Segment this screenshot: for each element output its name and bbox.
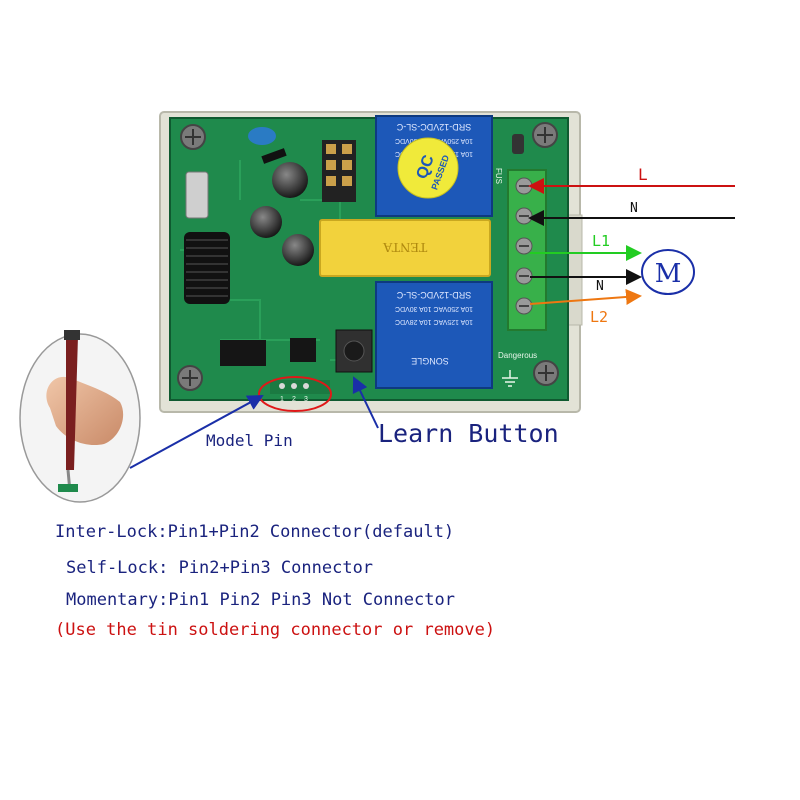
- relay-bottom-line-4: SONGLE: [411, 356, 449, 366]
- pin-number-2: 2: [292, 396, 296, 403]
- ground-icon: [502, 370, 518, 387]
- ic-chip: [220, 338, 316, 366]
- relay-bottom-line-2: 10A 250VAC 10A 30VDC: [395, 305, 473, 312]
- fuse-label: FUS: [494, 168, 503, 184]
- terminal-screw-icon: [515, 207, 533, 225]
- fuse: FUS: [494, 134, 524, 184]
- film-capacitor: TENTA: [319, 219, 491, 277]
- relay-bottom-line-1: SRD-12VDC-SL-C: [396, 290, 471, 300]
- antenna-coil: [184, 232, 230, 304]
- soldering-iron: [66, 336, 78, 470]
- terminal-screw-icon: [515, 267, 533, 285]
- wire-label-l: L: [638, 165, 648, 184]
- crystal-oscillator: [185, 171, 209, 219]
- note-interlock: Inter-Lock:Pin1+Pin2 Connector(default): [55, 522, 455, 542]
- terminal-screw-icon: [515, 177, 533, 195]
- terminal-screw-icon: [515, 237, 533, 255]
- ceramic-capacitor: [248, 127, 276, 145]
- soldering-inset-photo: [19, 330, 141, 503]
- learn-button-component: [335, 329, 373, 373]
- hand: [46, 376, 124, 446]
- screw-icon: [180, 124, 206, 150]
- model-pin-arrow: [129, 395, 264, 469]
- pin-number-1: 1: [280, 396, 284, 403]
- learn-button-arrow: [352, 376, 379, 429]
- pin-number-3: 3: [304, 396, 308, 403]
- motor-symbol: M: [655, 259, 682, 289]
- note-solder: (Use the tin soldering connector or remo…: [55, 620, 496, 640]
- qc-passed-sticker: QC PASSED: [397, 137, 459, 199]
- note-momentary: Momentary:Pin1 Pin2 Pin3 Not Connector: [66, 590, 455, 610]
- screw-icon: [533, 360, 559, 386]
- electrolytic-capacitors: [250, 162, 314, 266]
- wire-label-l2: L2: [590, 308, 608, 326]
- model-pin-highlight: [258, 376, 332, 412]
- pin-headers: [322, 140, 356, 202]
- wire-l2: [529, 289, 642, 305]
- wire-label-n-out: N: [596, 279, 604, 294]
- relay-bottom-line-3: 10A 125VAC 10A 28VDC: [395, 318, 473, 325]
- diode: [261, 148, 287, 164]
- terminal-block: [507, 169, 547, 331]
- relay-bottom: SRD-12VDC-SL-C 10A 250VAC 10A 30VDC 10A …: [375, 281, 493, 389]
- motor: M: [641, 249, 695, 295]
- model-pin-label: Model Pin: [206, 431, 293, 450]
- wire-label-n-in: N: [630, 201, 638, 216]
- terminal-screw-icon: [515, 297, 533, 315]
- motor-circle: [641, 249, 695, 295]
- learn-button-label: Learn Button: [378, 419, 559, 448]
- model-pin-pads: 1 2 3: [270, 380, 330, 403]
- wiring: [528, 178, 735, 305]
- screw-icon: [532, 122, 558, 148]
- dangerous-label: Dangerous: [498, 351, 537, 360]
- note-selflock: Self-Lock: Pin2+Pin3 Connector: [66, 558, 374, 578]
- film-capacitor-label: TENTA: [382, 239, 428, 254]
- mounting-screws: [177, 122, 559, 391]
- relay-top-line-1: SRD-12VDC-SL-C: [396, 122, 471, 132]
- wire-label-l1: L1: [592, 232, 610, 250]
- screw-icon: [177, 365, 203, 391]
